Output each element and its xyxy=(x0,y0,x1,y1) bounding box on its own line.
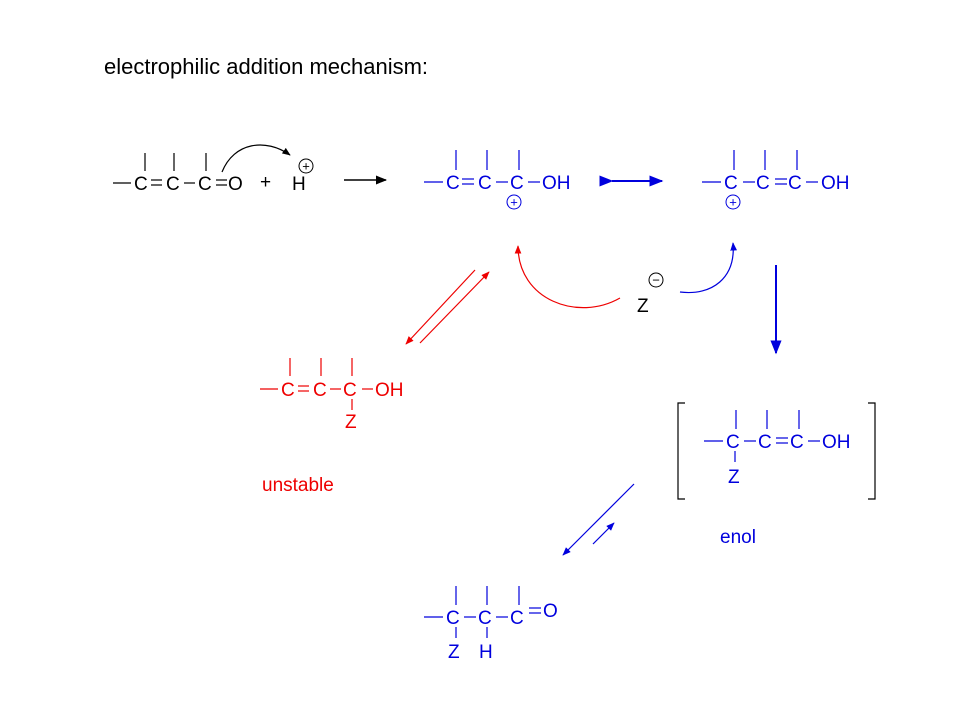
enol-brackets xyxy=(677,402,876,500)
atom-oh: OH xyxy=(822,432,851,453)
svg-text:+: + xyxy=(302,159,310,174)
atom-c: C xyxy=(510,173,524,194)
reactant-carbonyl xyxy=(113,153,227,186)
plus-sign: + xyxy=(260,172,271,193)
atom-c: C xyxy=(478,173,492,194)
label-enol: enol xyxy=(720,527,756,548)
atom-c: C xyxy=(510,608,524,629)
keto-product xyxy=(424,586,541,638)
atom-c: C xyxy=(166,174,180,195)
enol xyxy=(704,410,820,462)
svg-text:−: − xyxy=(652,273,660,288)
atom-c: C xyxy=(726,432,740,453)
atom-c: C xyxy=(134,174,148,195)
curved-arrow-icon xyxy=(679,242,737,294)
atom-c: C xyxy=(198,174,212,195)
atom-oh: OH xyxy=(542,173,571,194)
atom-o: O xyxy=(543,601,558,622)
atom-oh: OH xyxy=(821,173,850,194)
atom-c: C xyxy=(790,432,804,453)
atom-c: C xyxy=(756,173,770,194)
oxocarbenium-resonance-a xyxy=(424,150,540,185)
atom-z: Z xyxy=(728,467,740,488)
atom-o: O xyxy=(228,174,243,195)
svg-text:+: + xyxy=(510,195,518,210)
oxocarbenium-resonance-b xyxy=(702,150,818,185)
curved-arrow-icon xyxy=(221,144,291,173)
atom-c: C xyxy=(478,608,492,629)
atom-c: C xyxy=(788,173,802,194)
atom-c: C xyxy=(446,608,460,629)
equilibrium-arrows-icon xyxy=(405,269,490,345)
atom-z: Z xyxy=(448,642,460,663)
atom-h: H xyxy=(292,174,306,195)
atom-c: C xyxy=(343,380,357,401)
unstable-adduct xyxy=(260,358,373,410)
atom-h: H xyxy=(479,642,493,663)
atom-c: C xyxy=(446,173,460,194)
svg-text:+: + xyxy=(729,195,737,210)
label-unstable: unstable xyxy=(262,475,334,496)
atom-c: C xyxy=(758,432,772,453)
atom-c: C xyxy=(313,380,327,401)
atom-oh: OH xyxy=(375,380,404,401)
positive-charge-icon: + xyxy=(506,194,522,210)
negative-charge-icon: − xyxy=(648,272,664,288)
positive-charge-icon: + xyxy=(298,158,314,174)
equilibrium-arrows-icon xyxy=(562,483,635,556)
diagram-title: electrophilic addition mechanism: xyxy=(104,54,428,79)
positive-charge-icon: + xyxy=(725,194,741,210)
curved-arrow-icon xyxy=(514,245,621,309)
atom-c: C xyxy=(281,380,295,401)
atom-z: Z xyxy=(345,412,357,433)
nucleophile-z: Z xyxy=(637,296,649,317)
atom-c: C xyxy=(724,173,738,194)
